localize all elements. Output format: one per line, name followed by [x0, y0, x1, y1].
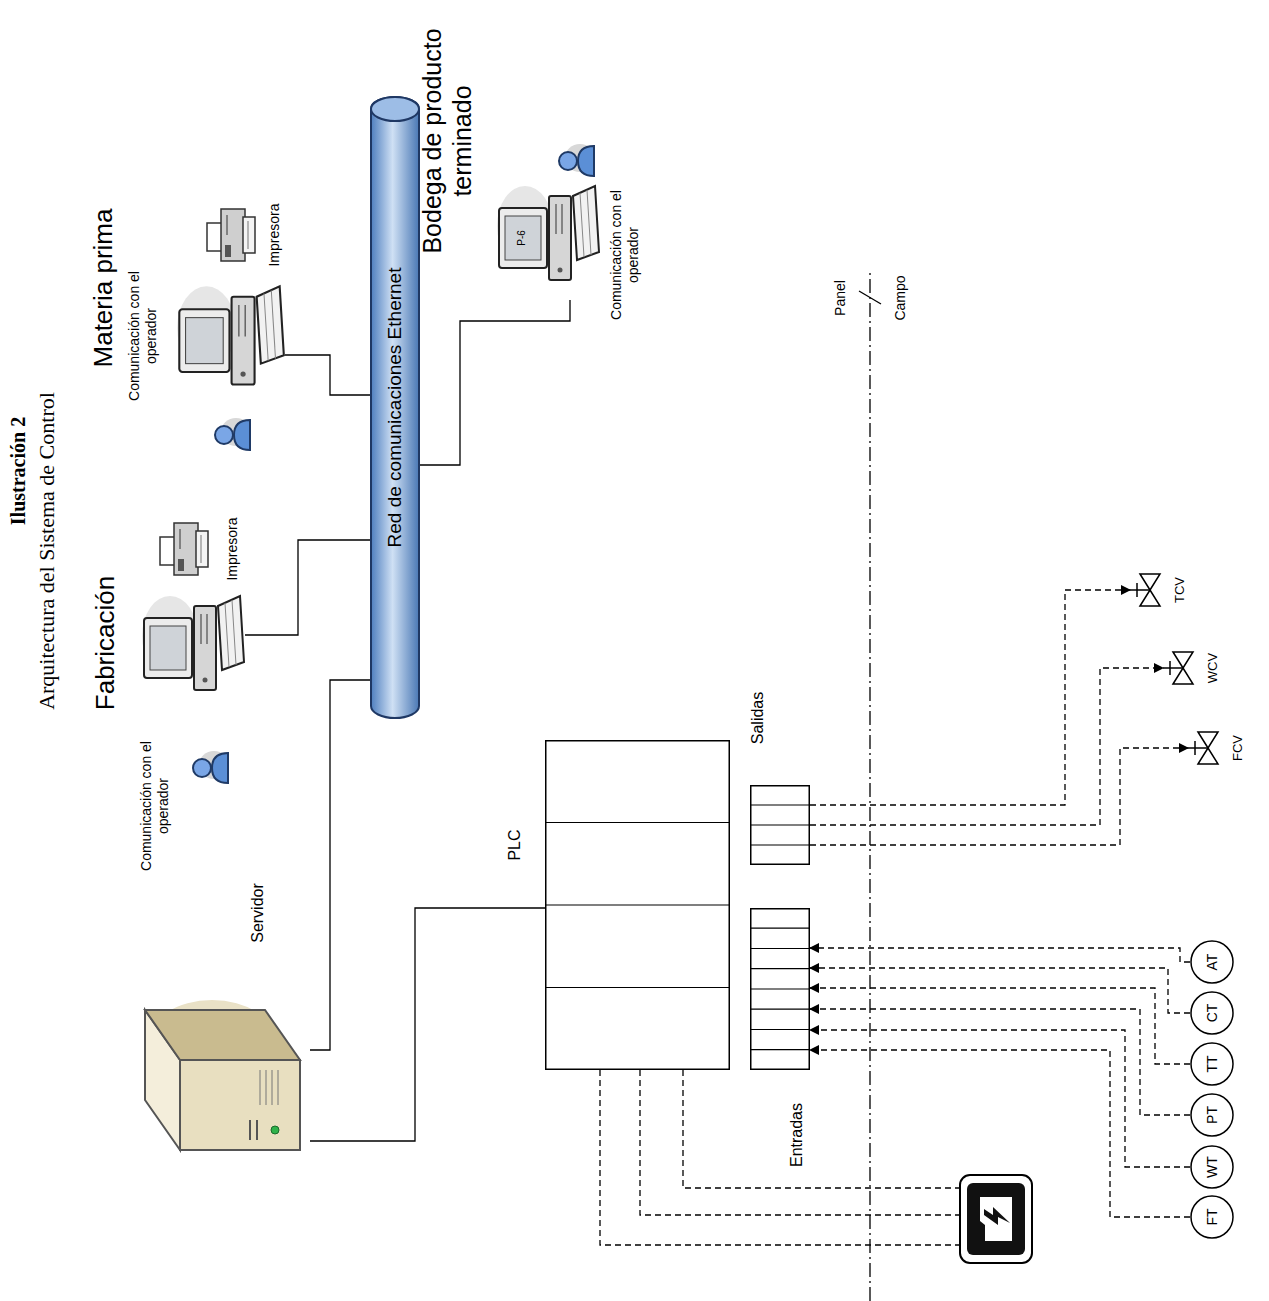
zone-label: Campo [892, 275, 909, 320]
operator-icon [559, 144, 595, 176]
cells8-shape [750, 908, 810, 1070]
output-module: Salidas [750, 785, 810, 865]
server-shape [140, 1000, 310, 1160]
plc-shape [545, 740, 730, 1070]
node-heading: Entradas [787, 1103, 806, 1167]
node-label: TT [1204, 1055, 1220, 1072]
io-device-wires [600, 1070, 960, 1245]
node-heading: Fabricación [90, 576, 121, 710]
boundary-line [869, 270, 870, 1301]
control-valve: TCV [1130, 570, 1170, 610]
pc-shape [175, 280, 285, 395]
panel-field-boundary [859, 270, 881, 1301]
workstation: Fabricación [140, 590, 245, 700]
network-cable [310, 908, 545, 1141]
node-heading: Bodega de producto terminado [417, 10, 477, 272]
io-wire [683, 1070, 960, 1188]
io-wire [640, 1070, 960, 1215]
node-label: FT [1204, 1208, 1220, 1225]
pc-shape [140, 590, 245, 700]
printer-icon [160, 523, 208, 575]
signal-line [810, 988, 1190, 1064]
valve-shape [1130, 570, 1170, 610]
transmitter-bubble: AT [1190, 940, 1234, 984]
input-module: Entradas [750, 908, 810, 1070]
signal-line [810, 1030, 1190, 1167]
node-label: WT [1204, 1156, 1220, 1178]
printer-label: Impresora [266, 203, 283, 266]
signal-line [810, 748, 1188, 845]
network-cable [420, 300, 570, 465]
node-label: Red de comunicaciones Ethernet [384, 268, 406, 548]
boundary-slash [859, 291, 881, 304]
node-label: AT [1204, 954, 1220, 971]
printer-icon [207, 209, 255, 261]
valve-shape [1163, 648, 1203, 688]
plc-rack: PLC [545, 740, 730, 1070]
signal-line [810, 1050, 1190, 1217]
operator-note: Comunicación con el operador [608, 175, 642, 335]
signal-line [810, 948, 1190, 962]
node-label: PT [1204, 1106, 1220, 1124]
node-heading: Salidas [748, 692, 767, 744]
server: Servidor [140, 1000, 310, 1160]
valve-shape [1188, 728, 1228, 768]
io-wire [600, 1070, 960, 1245]
transmitter-bubble: CT [1190, 991, 1234, 1035]
ethernet-bus: Red de comunicaciones Ethernet [370, 95, 420, 720]
screen-text: P-6 [516, 228, 528, 248]
workstation: Materia prima [175, 280, 285, 395]
printer-label: Impresora [224, 517, 241, 580]
signal-line [810, 968, 1190, 1013]
operator-icon [193, 751, 229, 783]
transmitter-bubble: WT [1190, 1145, 1234, 1189]
control-valve: WCV [1163, 648, 1203, 688]
signal-line [810, 590, 1130, 805]
cells4-shape [750, 785, 810, 865]
control-valve: FCV [1188, 728, 1228, 768]
transmitter-bubble: TT [1190, 1042, 1234, 1086]
node-label: CT [1204, 1004, 1220, 1023]
node-heading: WCV [1205, 653, 1221, 683]
operator-icon [215, 418, 251, 450]
transmitter-bubble: PT [1190, 1093, 1234, 1137]
signal-line [810, 668, 1163, 825]
workstation: Bodega de producto terminado [495, 170, 600, 300]
network-cable [310, 680, 370, 1050]
io-device-icon [960, 1175, 1032, 1263]
signal-line [810, 1009, 1190, 1115]
operator-note: Comunicación con el operador [138, 731, 172, 881]
figure-title: Ilustración 2 [6, 417, 30, 525]
node-heading: Servidor [248, 883, 267, 943]
transmitter-bubble: FT [1190, 1195, 1234, 1239]
zone-label: Panel [832, 280, 849, 316]
network-cable [245, 540, 370, 635]
pc-shape [495, 170, 600, 300]
network-cable [285, 355, 370, 395]
node-heading: Materia prima [88, 209, 119, 368]
operator-note: Comunicación con el operador [126, 256, 160, 416]
node-heading: TCV [1172, 577, 1188, 603]
figure-subtitle: Arquitectura del Sistema de Control [34, 392, 60, 710]
node-heading: PLC [505, 829, 524, 860]
node-heading: FCV [1230, 735, 1246, 761]
